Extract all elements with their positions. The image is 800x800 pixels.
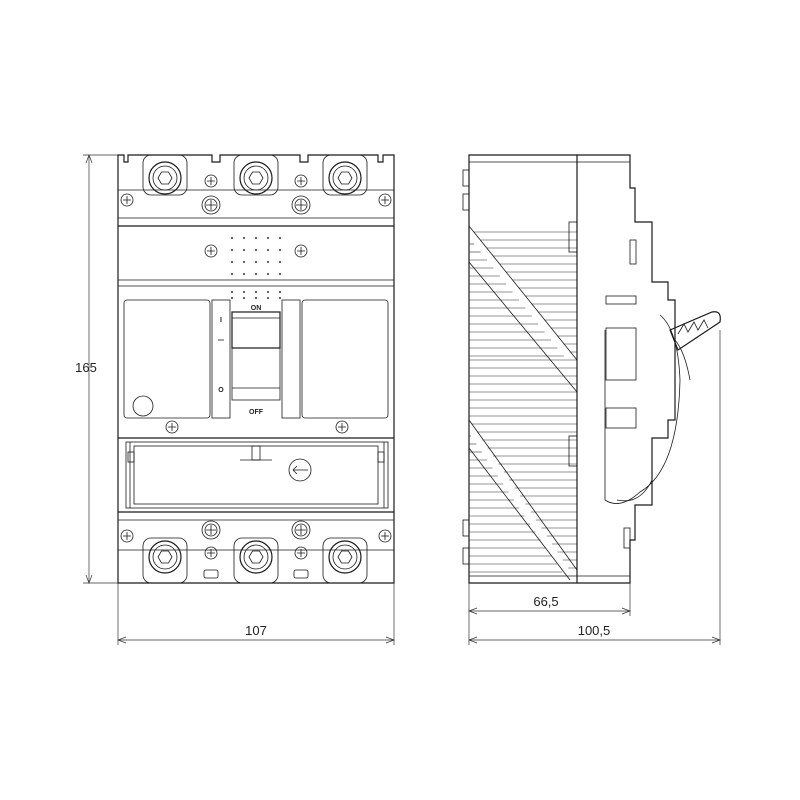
vent-dot: [279, 273, 281, 275]
vent-dots: [231, 237, 281, 299]
front-view: ON OFF I O: [117, 154, 395, 584]
vent-dot: [255, 237, 257, 239]
toggle-handle[interactable]: ON OFF I O: [211, 299, 301, 419]
vent-dot: [255, 291, 257, 293]
width-value: 107: [245, 623, 267, 638]
top-terminals: [142, 154, 368, 196]
vent-dot: [231, 237, 233, 239]
toggle-lever[interactable]: [669, 311, 721, 381]
vent-dot: [231, 261, 233, 263]
vent-dot: [255, 261, 257, 263]
bottom-terminals: [142, 537, 368, 584]
width-dimension: 107: [117, 583, 395, 645]
on-symbol: I: [220, 317, 222, 324]
arrow-icon: [288, 458, 312, 482]
vent-dot: [231, 273, 233, 275]
vent-dot: [231, 297, 233, 299]
vent-dot: [255, 249, 257, 251]
vent-dot: [243, 291, 245, 293]
depth-total-value: 100,5: [578, 623, 611, 638]
vent-dot: [231, 291, 233, 293]
cooling-fins: [469, 231, 577, 573]
side-view: [462, 154, 681, 584]
height-value: 165: [75, 360, 97, 375]
vent-dot: [279, 237, 281, 239]
vent-dot: [267, 261, 269, 263]
vent-dot: [279, 249, 281, 251]
vent-dot: [267, 273, 269, 275]
off-label: OFF: [249, 409, 264, 416]
vent-dot: [231, 249, 233, 251]
vent-dot: [243, 261, 245, 263]
vent-dot: [267, 297, 269, 299]
on-label: ON: [251, 305, 262, 312]
vent-dot: [243, 249, 245, 251]
vent-dot: [267, 237, 269, 239]
vent-dot: [279, 297, 281, 299]
vent-dot: [255, 273, 257, 275]
vent-dot: [267, 291, 269, 293]
vent-dot: [243, 273, 245, 275]
height-dimension: 165: [75, 154, 118, 584]
depth-body-value: 66,5: [533, 594, 558, 609]
vent-dot: [243, 297, 245, 299]
vent-dot: [267, 249, 269, 251]
vent-dot: [255, 297, 257, 299]
off-symbol: O: [218, 387, 224, 394]
vent-dot: [279, 291, 281, 293]
depth-dimension: 66,5 100,5: [468, 330, 721, 645]
test-button[interactable]: [132, 395, 154, 417]
top-screws: [120, 174, 392, 215]
vent-dot: [243, 237, 245, 239]
vent-dot: [279, 261, 281, 263]
bottom-screws: [120, 520, 392, 579]
